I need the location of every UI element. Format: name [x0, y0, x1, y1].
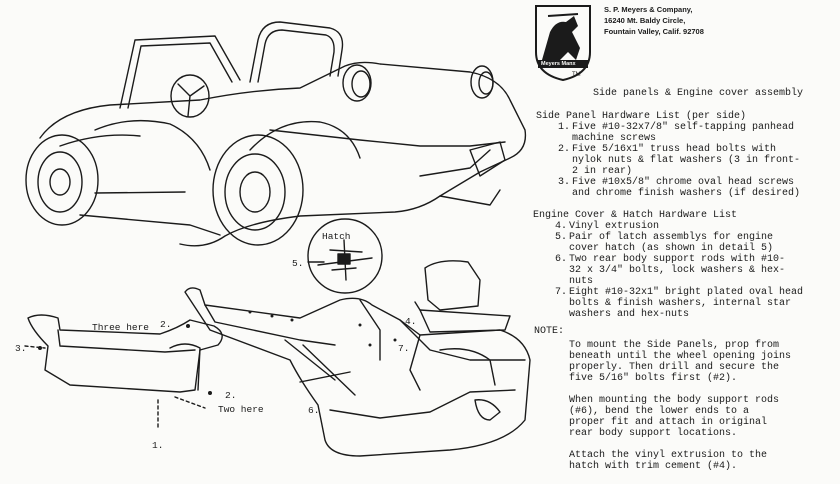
buggy-body	[39, 61, 527, 247]
label-2-bottom: 2.	[225, 390, 237, 401]
list-item-cont: 32 x 3/4" bolts, lock washers & hex-	[569, 265, 786, 276]
list-item: 3.Five #10x5/8" chrome oval head screws	[558, 177, 795, 188]
list-item: 2.Five 5/16x1" truss head bolts with	[558, 144, 777, 155]
left-side-panel	[24, 314, 223, 431]
label-1: 1.	[152, 440, 164, 451]
hatch-lid	[414, 260, 511, 333]
side-panel-heading: Side Panel Hardware List (per side)	[536, 111, 747, 122]
label-two-here: Two here	[218, 404, 264, 415]
list-item: 5.Pair of latch assemblys for engine	[555, 232, 774, 243]
latch-detail	[307, 218, 383, 294]
list-item: 4.Vinyl extrusion	[555, 221, 660, 232]
list-item: 1.Five #10-32x7/8" self-tapping panhead	[558, 122, 795, 133]
list-item: 6.Two rear body support rods with #10-	[555, 254, 786, 265]
note-line: proper fit and attach in original	[569, 417, 768, 428]
note-line: (#6), bend the lower ends to a	[569, 406, 750, 417]
list-item-cont: 2 in rear)	[572, 166, 633, 177]
note-section: To mount the Side Panels, prop from bene…	[569, 340, 791, 472]
label-5: 5.	[292, 258, 304, 269]
trademark: TM	[572, 72, 581, 78]
label-4: 4.	[405, 316, 417, 327]
support-rods	[284, 339, 356, 396]
engine-cover-heading: Engine Cover & Hatch Hardware List	[533, 210, 738, 221]
company-address-2: Fountain Valley, Calif. 92708	[604, 27, 704, 36]
rear-wheel	[212, 134, 304, 246]
company-name: S. P. Meyers & Company,	[604, 5, 693, 14]
label-7: 7.	[398, 343, 410, 354]
list-item-cont: machine screws	[572, 133, 657, 144]
label-2-top: 2.	[160, 319, 172, 330]
company-block: S. P. Meyers & Company, 16240 Mt. Baldy …	[604, 4, 704, 37]
front-wheel	[25, 134, 99, 226]
engine-cover	[184, 287, 531, 457]
note-line: properly. Then drill and secure the	[569, 362, 780, 373]
note-line: hatch with trim cement (#4).	[569, 461, 738, 472]
page-title: Side panels & Engine cover assembly	[593, 88, 804, 99]
note-line: When mounting the body support rods	[569, 395, 780, 406]
list-item-cont: nylok nuts & flat washers (3 in front-	[572, 155, 801, 166]
roll-bar	[119, 21, 344, 109]
list-item-cont: nuts	[569, 276, 594, 287]
list-item-cont: washers and hex-nuts	[569, 309, 690, 320]
note-line: beneath until the wheel opening joins	[569, 351, 792, 362]
list-item-cont: and chrome finish washers (if desired)	[572, 188, 801, 199]
list-item: 7.Eight #10-32x1" bright plated oval hea…	[555, 287, 804, 298]
side-panel-section: Side Panel Hardware List (per side) 1.Fi…	[536, 111, 800, 199]
note-line: Attach the vinyl extrusion to the	[569, 450, 768, 461]
assembly-diagram	[24, 21, 531, 457]
steering-wheel	[170, 74, 210, 118]
label-3: 3.	[15, 343, 27, 354]
engine-cover-section: Engine Cover & Hatch Hardware List 4.Vin…	[533, 210, 803, 320]
meyers-manx-logo	[535, 5, 591, 82]
fastener-dots	[38, 310, 397, 395]
label-hatch: Hatch	[322, 231, 351, 242]
note-line: To mount the Side Panels, prop from	[569, 340, 780, 351]
note-label: NOTE:	[534, 326, 565, 337]
label-three-here: Three here	[92, 322, 150, 333]
label-6: 6.	[308, 405, 320, 416]
list-item-cont: cover hatch (as shown in detail 5)	[569, 243, 774, 254]
company-address-1: 16240 Mt. Baldy Circle,	[604, 16, 686, 25]
list-item-cont: bolts & finish washers, internal star	[569, 298, 792, 309]
note-line: five 5/16" bolts first (#2).	[569, 373, 738, 384]
note-line: rear body support locations.	[569, 428, 738, 439]
logo-text: Meyers Manx	[541, 61, 576, 67]
